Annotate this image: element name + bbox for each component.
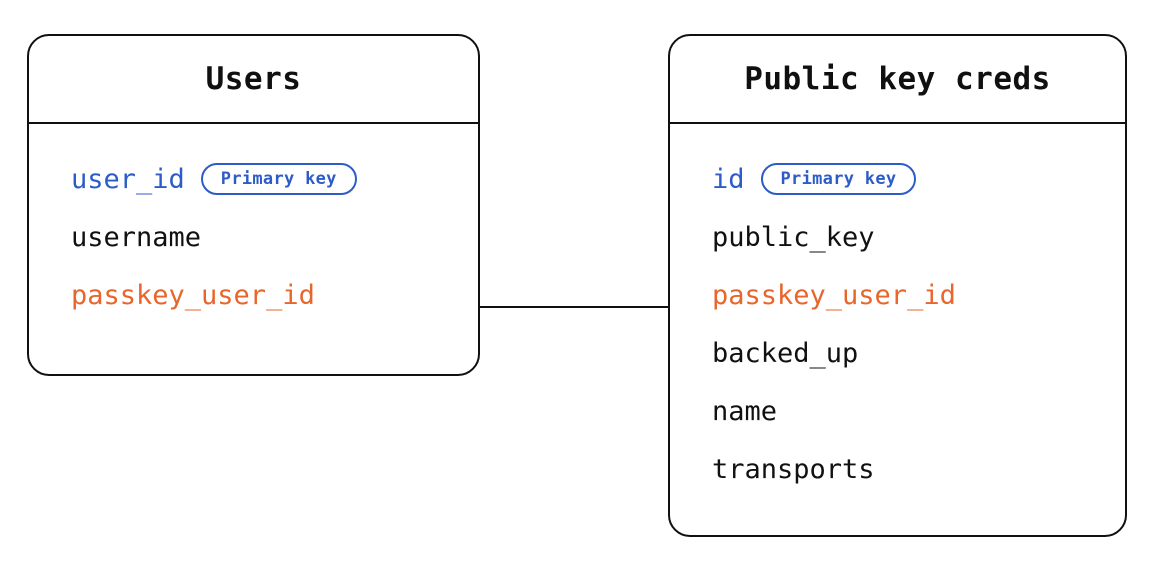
field-name-backed-up: backed_up <box>712 337 859 369</box>
primary-key-badge-label: Primary key <box>780 168 897 189</box>
field-name-id: id <box>712 163 745 195</box>
field-row[interactable]: user_id Primary key <box>71 150 478 208</box>
field-row[interactable]: passkey_user_id <box>71 266 478 324</box>
entity-public-key-creds[interactable]: Public key creds id Primary key public_k… <box>668 34 1127 537</box>
entity-public-key-creds-field-list: id Primary key public_key passkey_user_i… <box>670 124 1125 535</box>
field-name-user-id: user_id <box>71 163 185 195</box>
field-name-name: name <box>712 395 778 427</box>
field-row[interactable]: name <box>712 382 1125 440</box>
entity-users-header: Users <box>29 36 478 124</box>
field-row[interactable]: id Primary key <box>712 150 1125 208</box>
field-name-transports: transports <box>712 453 875 485</box>
primary-key-badge: Primary key <box>760 163 917 195</box>
entity-public-key-creds-header: Public key creds <box>670 36 1125 124</box>
field-row[interactable]: transports <box>712 440 1125 498</box>
field-name-public-key: public_key <box>712 221 875 253</box>
primary-key-badge-label: Primary key <box>220 168 337 189</box>
field-row[interactable]: backed_up <box>712 324 1125 382</box>
field-row[interactable]: passkey_user_id <box>712 266 1125 324</box>
entity-public-key-creds-title: Public key creds <box>744 60 1051 97</box>
field-name-username: username <box>71 221 202 253</box>
field-name-passkey-user-id: passkey_user_id <box>71 279 315 311</box>
field-name-passkey-user-id: passkey_user_id <box>712 279 956 311</box>
entity-users-title: Users <box>205 60 302 97</box>
field-row[interactable]: username <box>71 208 478 266</box>
field-row[interactable]: public_key <box>712 208 1125 266</box>
primary-key-badge: Primary key <box>200 163 357 195</box>
relationship-connector-line <box>478 306 670 308</box>
entity-users[interactable]: Users user_id Primary key username passk… <box>27 34 480 376</box>
entity-users-field-list: user_id Primary key username passkey_use… <box>29 124 478 374</box>
